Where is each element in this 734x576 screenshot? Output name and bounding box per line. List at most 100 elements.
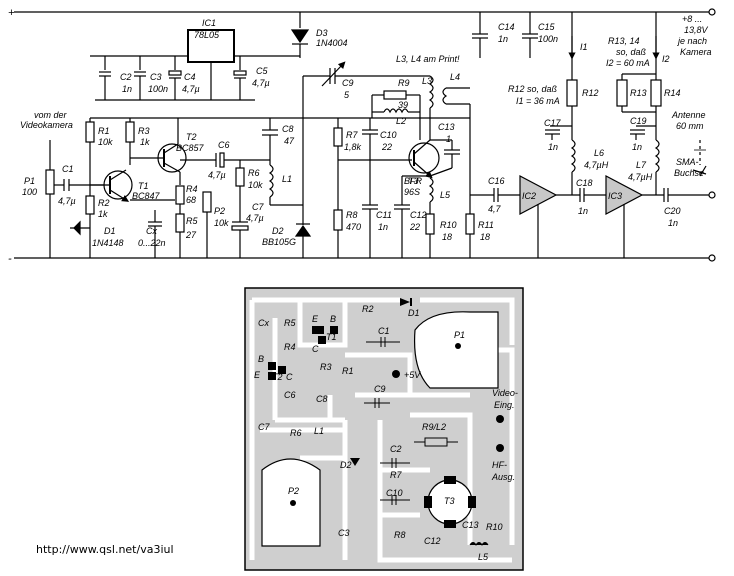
l4-inductor: [442, 87, 448, 105]
c20-value: 1n: [668, 218, 678, 228]
r12-ref: R12: [582, 88, 599, 98]
supply-note-2: 13,8V: [684, 25, 709, 35]
r2-ref: R2: [98, 198, 110, 208]
l5-ref: L5: [440, 190, 451, 200]
pcb-video-1: Video-: [492, 388, 518, 398]
pcb-c7: C7: [258, 422, 270, 432]
d2-varactor: [294, 224, 312, 237]
pcb-t1: T1: [326, 332, 337, 342]
pcb-c10: C10: [386, 488, 403, 498]
antenna-note-2: 60 mm: [676, 121, 704, 131]
c10-ref: C10: [380, 130, 397, 140]
pcb-r2: R2: [362, 304, 374, 314]
pcb-c12: C12: [424, 536, 441, 546]
pcb-p2: P2: [288, 486, 299, 496]
schematic: [14, 8, 716, 262]
c11-ref: C11: [376, 210, 392, 220]
video-note-2: Videokamera: [20, 120, 73, 130]
minus-terminal: [708, 254, 716, 262]
t2-ref: T2: [186, 132, 197, 142]
pcb-hf-2: Ausg.: [491, 472, 515, 482]
r7-ref: R7: [346, 130, 358, 140]
r14-resistor: [650, 79, 662, 107]
r12-resistor: [566, 79, 578, 107]
pcb-t3: T3: [444, 496, 455, 506]
r13-resistor: [616, 79, 628, 107]
pcb-r4: R4: [284, 342, 296, 352]
i1-label: I1: [580, 42, 588, 52]
pcb-c6: C6: [284, 390, 296, 400]
l1-ref: L1: [282, 174, 292, 184]
pcb-c2b: C: [286, 372, 293, 382]
r9-ref: R9: [398, 78, 410, 88]
r11-resistor: [465, 213, 475, 235]
t3-part-2: 96S: [404, 187, 420, 197]
p1-pad-outline: [413, 311, 499, 389]
l7-inductor: [654, 139, 660, 173]
pcb-c8: C8: [316, 394, 328, 404]
r3-resistor: [125, 121, 135, 143]
t3-ref: T3: [408, 176, 419, 186]
r13-note-2: so, daß: [616, 47, 647, 57]
c9-ref: C9: [342, 78, 354, 88]
c19-ref: C19: [630, 116, 647, 126]
c12-ref: C12: [410, 210, 427, 220]
pcb-r3: R3: [320, 362, 332, 372]
r13-note-1: R13, 14: [608, 36, 640, 46]
c19-value: 1n: [632, 142, 642, 152]
r11-value: 18: [480, 232, 490, 242]
c7-value: 4,7µ: [246, 213, 264, 223]
c1-value: 4,7µ: [58, 196, 76, 206]
plus-label: +: [8, 7, 15, 19]
r3-ref: R3: [138, 126, 150, 136]
c14-value: 1n: [498, 34, 508, 44]
r4-resistor: [175, 185, 185, 205]
t3-part: BFR: [404, 176, 423, 186]
cx-ref: Cx: [146, 226, 157, 236]
c10-value: 22: [381, 142, 392, 152]
r3-value: 1k: [140, 137, 150, 147]
sma-note-2: Buchse: [674, 168, 704, 178]
cx-value: 0...22n: [138, 238, 166, 248]
c13-value: 1: [446, 134, 451, 144]
c5-ref: C5: [256, 66, 268, 76]
l2-ref: L2: [396, 116, 406, 126]
sma-note-1: SMA-: [676, 157, 699, 167]
r6-ref: R6: [248, 168, 260, 178]
l6-value: 4,7µH: [584, 160, 609, 170]
pcb-e: E: [312, 314, 319, 324]
pcb-p1: P1: [454, 330, 465, 340]
ic3-ref: IC3: [608, 191, 622, 201]
c5-value: 4,7µ: [252, 78, 270, 88]
r4-value: 68: [186, 195, 196, 205]
r5-value: 27: [185, 230, 197, 240]
d1-diode: [73, 220, 81, 236]
c15-ref: C15: [538, 22, 556, 32]
minus-label: -: [8, 253, 12, 265]
pcb-labels: Cx R5 E B C T1 R2 D1 C1 P1 R4 B E T2 C R…: [254, 304, 518, 562]
r7-value: 1,8k: [344, 142, 362, 152]
c17-value: 1n: [548, 142, 558, 152]
pcb-d2: D2: [340, 460, 352, 470]
ic1-part: 78L05: [194, 30, 220, 40]
pcb-r8: R8: [394, 530, 406, 540]
d3-diode: [290, 29, 310, 44]
supply-note-4: Kamera: [680, 47, 712, 57]
plus-terminal: [708, 8, 716, 16]
c8-ref: C8: [282, 124, 294, 134]
print-note: L3, L4 am Print!: [396, 54, 460, 64]
c18-ref: C18: [576, 178, 593, 188]
c11-value: 1n: [378, 222, 388, 232]
r4-ref: R4: [186, 184, 198, 194]
c13-ref: C13: [438, 122, 455, 132]
c1-ref: C1: [62, 164, 74, 174]
pcb-hf-1: HF-: [492, 460, 507, 470]
pcb-c: C: [312, 344, 319, 354]
r1-ref: R1: [98, 126, 110, 136]
r9-resistor: [383, 90, 407, 100]
p1-ref: P1: [24, 176, 35, 186]
pcb-layout: [244, 287, 524, 571]
p2-ref: P2: [214, 206, 225, 216]
pcb-r9l2: R9/L2: [422, 422, 446, 432]
